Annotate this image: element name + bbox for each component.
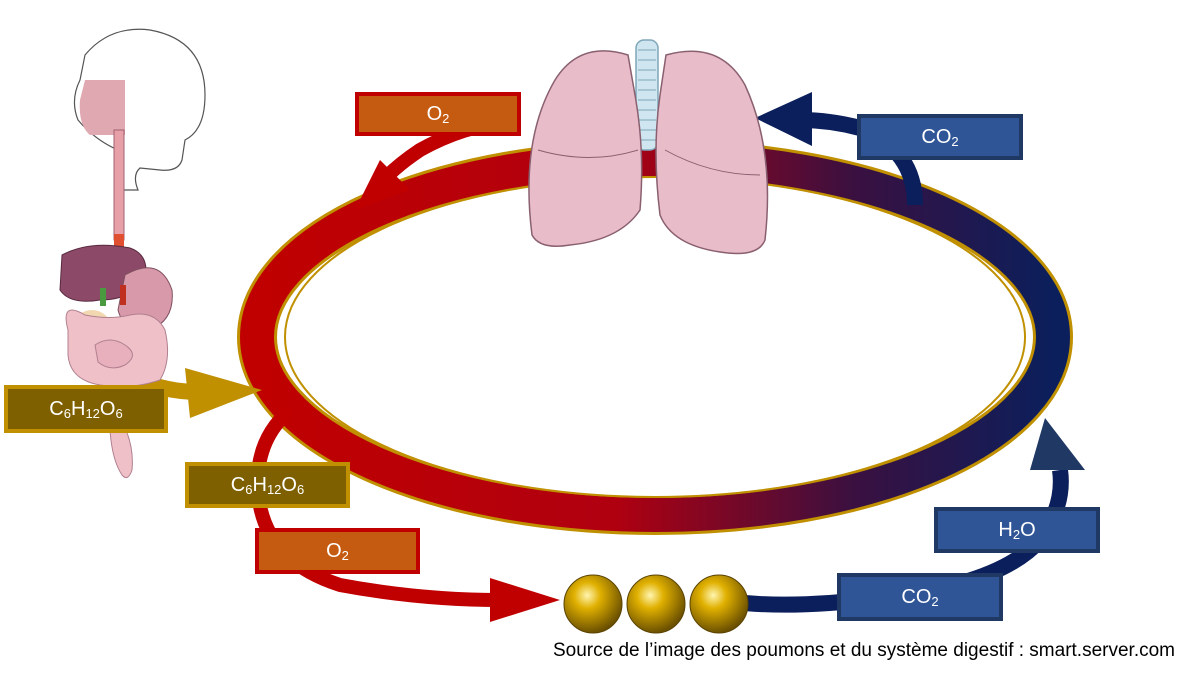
glucose-mid-c: C: [230, 473, 246, 496]
cell-sphere-icon: [689, 574, 749, 634]
h2o-h: H: [998, 518, 1013, 541]
co2-top-text: CO: [921, 125, 952, 148]
glucose-left-h-sub: 12: [85, 405, 100, 421]
circulation-ring: [237, 139, 1073, 535]
co2-bottom-text: CO: [901, 585, 932, 608]
glucose-mid-o: O: [281, 473, 297, 496]
o2-top-text: O: [426, 102, 443, 125]
glucose-left-o-sub: 6: [115, 405, 123, 421]
co2-bottom-subscript: 2: [931, 593, 939, 609]
h2o-subscript: 2: [1012, 526, 1021, 542]
glucose-left-o: O: [99, 397, 116, 420]
o2-top-subscript: 2: [442, 110, 450, 126]
digestive-system-icon: [59, 28, 206, 479]
o2-bottom-text: O: [326, 539, 342, 562]
glucose-left-h: H: [70, 397, 86, 420]
glucose-mid-h-sub: 12: [266, 481, 282, 497]
glucose-mid-h: H: [252, 473, 267, 496]
source-caption: Source de l’image des poumons et du syst…: [553, 640, 1175, 661]
cells-group: [563, 574, 749, 634]
glucose-mid-o-sub: 6: [296, 481, 305, 497]
glucose-mid-c-sub: 6: [245, 481, 253, 497]
glucose-left-c-sub: 6: [63, 405, 71, 421]
glucose-left-c: C: [49, 397, 64, 420]
lungs-icon: [528, 39, 769, 255]
co2-top-subscript: 2: [951, 133, 959, 149]
o2-bottom-subscript: 2: [341, 547, 349, 563]
cell-sphere-icon: [626, 574, 686, 634]
h2o-o: O: [1020, 518, 1036, 541]
cell-sphere-icon: [563, 574, 623, 634]
